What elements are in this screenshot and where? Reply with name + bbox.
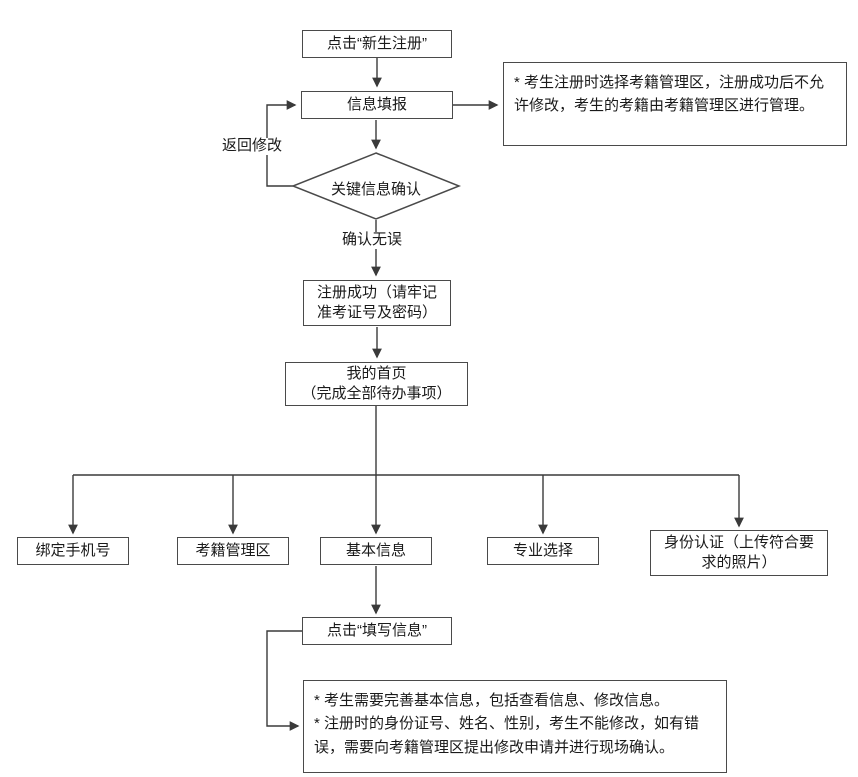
node-click-fill-info: 点击“填写信息” [302,617,452,645]
node-info-fill: 信息填报 [301,91,453,119]
note-basic-info-rules: * 考生需要完善基本信息，包括查看信息、修改信息。 * 注册时的身份证号、姓名、… [303,680,727,773]
node-register-success: 注册成功（请牢记 准考证号及密码） [303,280,451,326]
node-new-student-register: 点击“新生注册” [302,30,452,58]
node-register-success-line1: 注册成功（请牢记 [316,283,437,301]
note-basic-info-rules-item1: * 考生需要完善基本信息，包括查看信息、修改信息。 [314,692,670,709]
node-identity-verify-line1: 身份认证（上传符合要 [663,533,814,551]
node-my-homepage: 我的首页 （完成全部待办事项） [285,362,468,406]
node-exam-area: 考籍管理区 [177,537,289,565]
node-identity-verify-line2: 求的照片） [701,554,777,571]
node-register-success-line2: 准考证号及密码） [316,304,437,321]
note-registration-area: * 考生注册时选择考籍管理区，注册成功后不允许修改，考生的考籍由考籍管理区进行管… [503,62,847,146]
node-bind-phone: 绑定手机号 [17,537,129,565]
edge-fillclick-to-bottomnote [266,630,302,731]
edge-label-return-modify: 返回修改 [220,137,285,155]
node-my-homepage-line2: （完成全部待办事项） [301,385,452,402]
edge-label-confirmed-ok: 确认无误 [340,231,405,249]
node-my-homepage-line1: 我的首页 [346,364,407,382]
node-major-select: 专业选择 [487,537,599,565]
node-decision-label: 关键信息确认 [330,181,421,198]
note-basic-info-rules-item2: * 注册时的身份证号、姓名、性别，考生不能修改，如有错误，需要向考籍管理区提出修… [314,715,700,756]
node-identity-verify: 身份认证（上传符合要 求的照片） [650,530,828,576]
node-basic-info: 基本信息 [320,537,432,565]
